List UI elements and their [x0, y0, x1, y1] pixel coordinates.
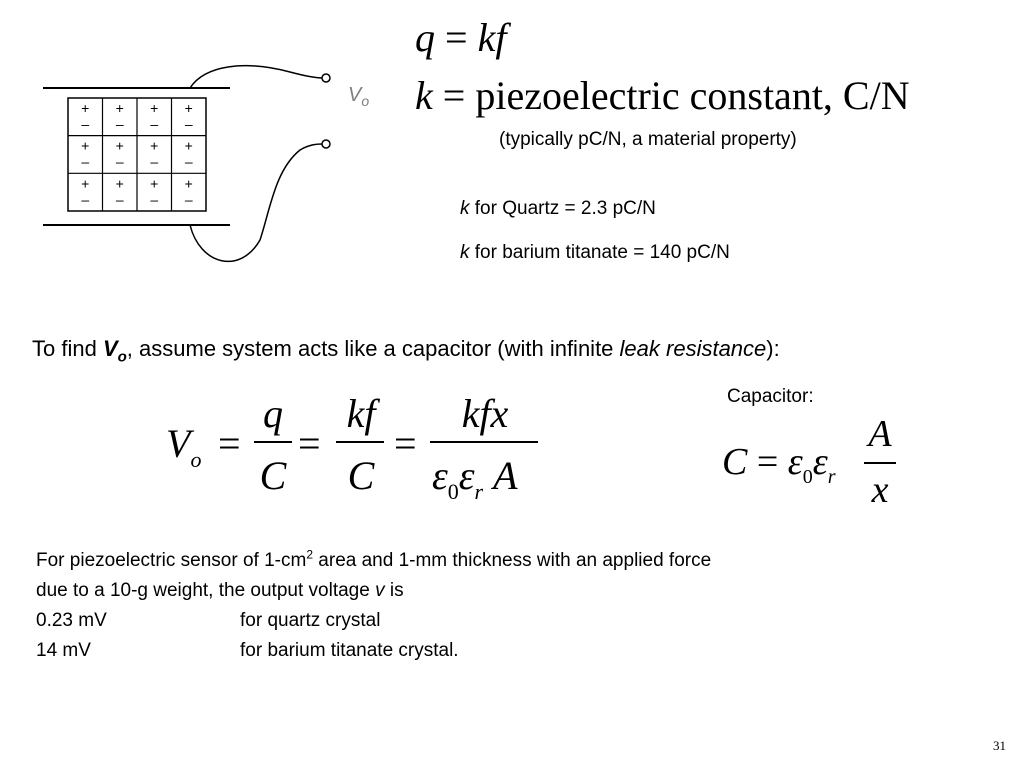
upper-lead-wire — [189, 64, 324, 89]
find-vo-statement: To find Vo, assume system acts like a ca… — [32, 336, 780, 366]
minus-sign: – — [116, 154, 124, 170]
minus-sign: – — [150, 116, 158, 132]
plus-sign: + — [116, 175, 124, 191]
plus-sign: + — [150, 175, 158, 191]
plus-sign: + — [81, 100, 89, 116]
output-voltage-label: Vo — [348, 84, 370, 109]
plus-sign: + — [81, 138, 89, 154]
minus-sign: – — [185, 191, 193, 207]
minus-sign: – — [116, 116, 124, 132]
plus-sign: + — [116, 100, 124, 116]
k-quartz-value: k for Quartz = 2.3 pC/N — [460, 198, 656, 219]
k-barium-value: k for barium titanate = 140 pC/N — [460, 242, 730, 263]
minus-sign: – — [116, 191, 124, 207]
minus-sign: – — [81, 191, 89, 207]
plus-sign: + — [185, 100, 193, 116]
page-number: 31 — [993, 738, 1006, 753]
minus-sign: – — [150, 154, 158, 170]
desc-line-1: For piezoelectric sensor of 1-cm2 area a… — [36, 547, 712, 571]
plus-sign: + — [185, 175, 193, 191]
minus-sign: – — [185, 154, 193, 170]
desc-line-2: due to a 10-g weight, the output voltage… — [36, 580, 404, 601]
plus-sign: + — [150, 100, 158, 116]
charge-equation: q = kf — [415, 15, 507, 60]
plus-sign: + — [81, 175, 89, 191]
charge-signs: +–+–+–+–+–+–+–+–+–+–+–+– — [81, 100, 193, 207]
minus-sign: – — [185, 116, 193, 132]
upper-terminal — [321, 73, 331, 83]
lower-terminal — [321, 139, 331, 149]
capacitor-label: Capacitor: — [727, 386, 814, 407]
lower-lead-wire — [189, 143, 323, 263]
sensor-example-paragraph: For piezoelectric sensor of 1-cm2 area a… — [36, 546, 996, 666]
minus-sign: – — [150, 191, 158, 207]
typical-units-note: (typically pC/N, a material property) — [499, 129, 797, 150]
plus-sign: + — [116, 138, 124, 154]
minus-sign: – — [81, 154, 89, 170]
plus-sign: + — [150, 138, 158, 154]
piezo-crystal-diagram: +–+–+–+–+–+–+–+–+–+–+–+– — [43, 64, 331, 263]
k-definition-equation: k = piezoelectric constant, C/N — [415, 73, 910, 118]
plus-sign: + — [185, 138, 193, 154]
minus-sign: – — [81, 116, 89, 132]
